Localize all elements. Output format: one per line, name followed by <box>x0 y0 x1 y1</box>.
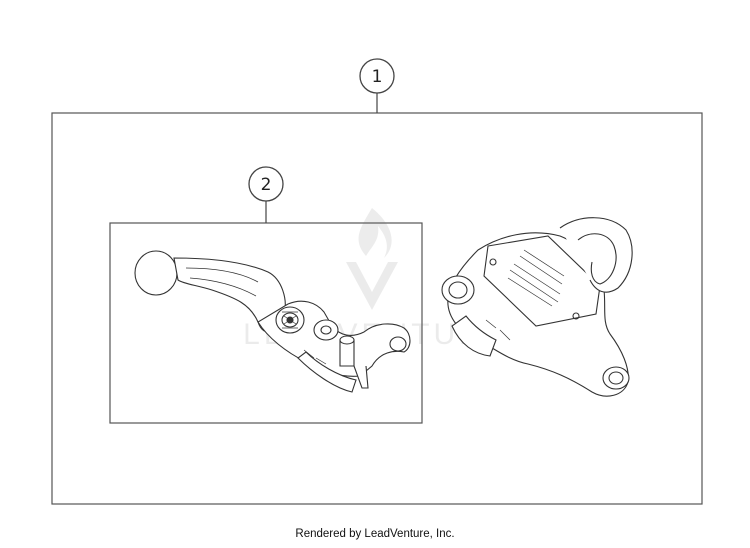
clutch-lever-icon <box>134 250 411 393</box>
render-credit: Rendered by LeadVenture, Inc. <box>295 528 455 540</box>
callout-1[interactable]: 1 <box>359 58 395 113</box>
master-cylinder-icon <box>441 217 633 397</box>
callout-2-label: 2 <box>261 175 272 195</box>
callout-1-label: 1 <box>372 67 383 87</box>
callout-2[interactable]: 2 <box>248 166 284 223</box>
